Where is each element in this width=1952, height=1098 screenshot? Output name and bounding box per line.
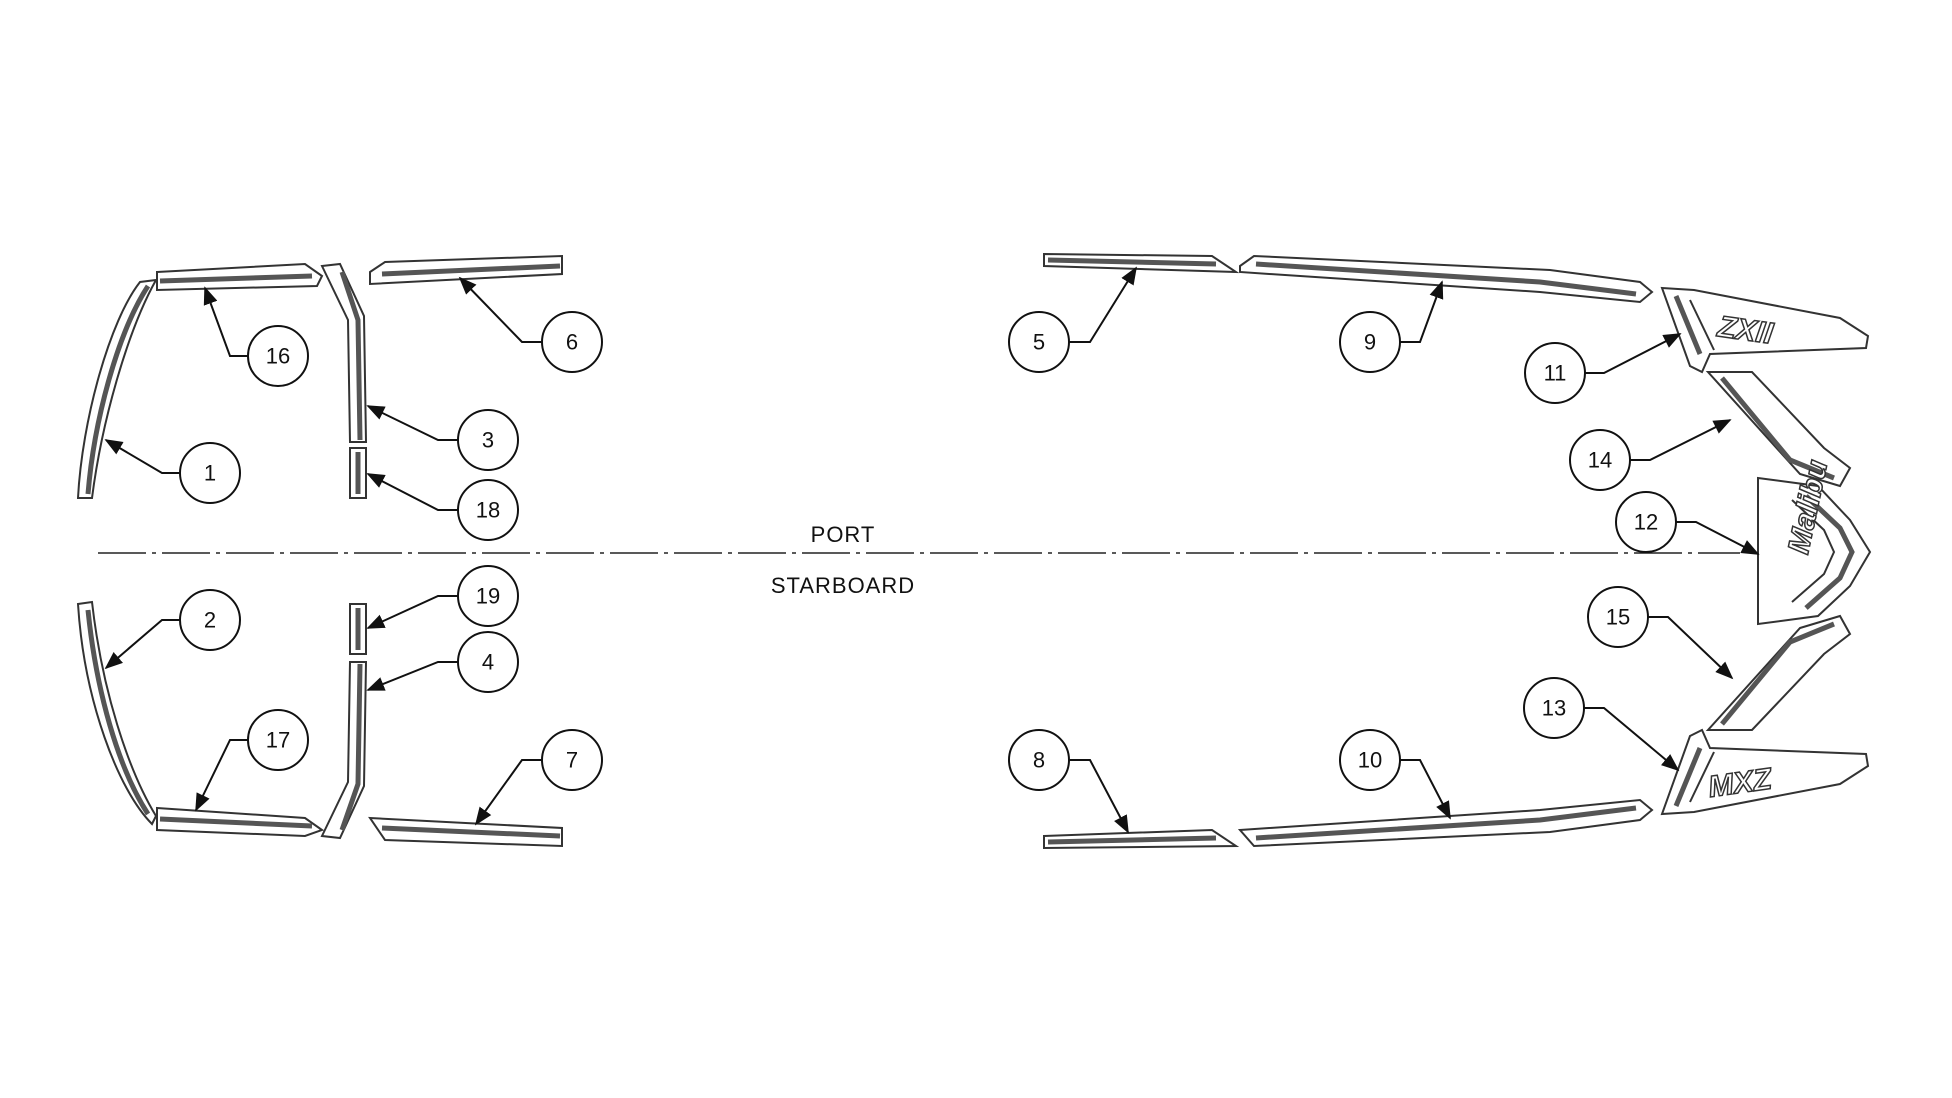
- callout-4: 4: [457, 631, 519, 693]
- leader-11: [1585, 333, 1682, 374]
- callout-14: 14: [1569, 429, 1631, 491]
- callout-10: 10: [1339, 729, 1401, 791]
- leader-6: [458, 276, 542, 343]
- callout-1: 1: [179, 442, 241, 504]
- leader-5: [1069, 266, 1137, 343]
- leader-lines: [104, 266, 1760, 834]
- callout-11: 11: [1524, 342, 1586, 404]
- callout-5: 5: [1008, 311, 1070, 373]
- leader-13: [1584, 707, 1680, 772]
- callout-18: 18: [457, 479, 519, 541]
- svg-text:4: 4: [482, 650, 494, 675]
- part-7-decal: [368, 816, 563, 848]
- callout-7: 7: [541, 729, 603, 791]
- svg-text:6: 6: [566, 330, 578, 355]
- port-parts: ZXII: [76, 252, 1870, 499]
- svg-text:3: 3: [482, 428, 494, 453]
- part-11-decal: ZXII: [1660, 286, 1870, 374]
- svg-text:8: 8: [1033, 748, 1045, 773]
- part-19-decal: [349, 603, 367, 655]
- callout-13: 13: [1523, 677, 1585, 739]
- svg-text:11: 11: [1544, 361, 1567, 386]
- leader-18: [366, 473, 458, 511]
- callout-19: 19: [457, 565, 519, 627]
- part-16-decal: [156, 262, 324, 292]
- part-10-decal: [1237, 798, 1654, 848]
- part-15-decal: [1705, 614, 1852, 731]
- svg-text:14: 14: [1588, 448, 1612, 473]
- starboard-parts: MXZ: [76, 600, 1870, 850]
- part-3-decal: [320, 262, 368, 443]
- leader-1: [104, 439, 180, 474]
- leader-2: [104, 619, 180, 670]
- part-18-decal: [349, 447, 367, 499]
- part-5-decal: [1043, 252, 1240, 274]
- callout-3: 3: [457, 409, 519, 471]
- callout-8: 8: [1008, 729, 1070, 791]
- callouts: 1 2 3 4 5 6 7 8 9 10 11 12 13 14 15 16 1…: [179, 311, 1677, 791]
- part-1-decal: [76, 278, 158, 499]
- starboard-label: STARBOARD: [771, 573, 915, 598]
- svg-text:13: 13: [1542, 696, 1566, 721]
- callout-6: 6: [541, 311, 603, 373]
- part-6-decal: [369, 254, 563, 286]
- leader-3: [366, 405, 458, 441]
- leader-15: [1648, 616, 1734, 680]
- svg-text:9: 9: [1364, 330, 1376, 355]
- centerline-group: PORT STARBOARD: [98, 522, 1740, 598]
- leader-17: [195, 739, 248, 812]
- leader-19: [366, 595, 458, 629]
- svg-text:17: 17: [266, 728, 290, 753]
- leader-4: [366, 661, 458, 691]
- callout-16: 16: [247, 325, 309, 387]
- svg-text:12: 12: [1634, 510, 1658, 535]
- svg-text:10: 10: [1358, 748, 1382, 773]
- leader-16: [203, 286, 248, 357]
- svg-text:18: 18: [476, 498, 500, 523]
- svg-text:15: 15: [1606, 605, 1630, 630]
- part-12-decal: Malibu: [1757, 456, 1872, 626]
- leader-12: [1676, 521, 1760, 555]
- leader-10: [1400, 759, 1451, 820]
- leader-9: [1400, 280, 1444, 343]
- part-4-decal: [320, 661, 368, 840]
- svg-text:16: 16: [266, 344, 290, 369]
- port-label: PORT: [811, 522, 876, 547]
- svg-text:7: 7: [566, 748, 578, 773]
- callout-9: 9: [1339, 311, 1401, 373]
- leader-7: [474, 759, 542, 826]
- svg-text:19: 19: [476, 584, 500, 609]
- svg-text:2: 2: [204, 608, 216, 633]
- part-13-decal: MXZ: [1660, 728, 1870, 816]
- callout-12: 12: [1615, 491, 1677, 553]
- part-8-decal: [1043, 828, 1240, 850]
- svg-text:1: 1: [204, 461, 216, 486]
- leader-14: [1630, 419, 1732, 461]
- leader-8: [1069, 759, 1129, 834]
- callout-15: 15: [1587, 586, 1649, 648]
- part-9-decal: [1239, 254, 1654, 304]
- part-14-decal: [1705, 371, 1852, 488]
- svg-text:5: 5: [1033, 330, 1045, 355]
- callout-17: 17: [247, 709, 309, 771]
- callout-2: 2: [179, 589, 241, 651]
- zxii-logo: ZXII: [1715, 310, 1776, 351]
- part-17-decal: [156, 806, 325, 838]
